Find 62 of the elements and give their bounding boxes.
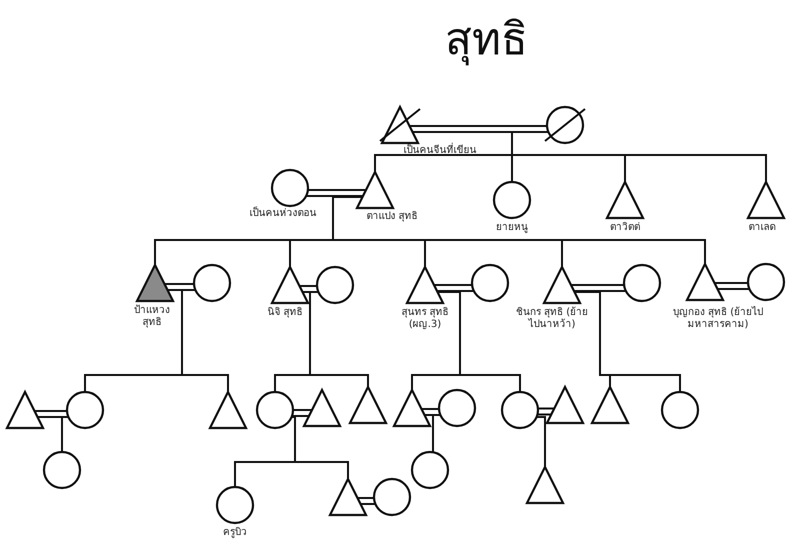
name-label: บุญกอง สุทธิ (ย้ายไปมหาสารคาม) xyxy=(672,307,764,331)
marriage-line xyxy=(356,497,377,505)
circle-symbol xyxy=(42,450,82,490)
name-label: ครูบิว xyxy=(222,527,248,539)
descent-line xyxy=(536,416,546,467)
triangle-symbol xyxy=(746,180,786,220)
name-label: ตาแปง สุทธิ xyxy=(365,211,419,223)
marriage-line xyxy=(569,284,628,292)
circle-symbol xyxy=(660,390,700,430)
name-label: ตาวิตต่ xyxy=(609,222,641,234)
name-label: เป็นคนจีนที่เขียน xyxy=(385,145,495,157)
triangle-symbol xyxy=(545,385,585,425)
circle-symbol xyxy=(65,390,105,430)
marriage-line xyxy=(432,284,476,292)
marriage-line xyxy=(420,408,442,416)
triangle-symbol xyxy=(208,390,248,430)
marriage-line xyxy=(536,408,556,416)
circle-symbol xyxy=(470,263,510,303)
triangle-symbol xyxy=(525,465,565,505)
marriage-line xyxy=(408,125,550,133)
marriage-line xyxy=(712,282,751,290)
triangle-symbol xyxy=(590,385,630,425)
marriage-line xyxy=(298,285,320,293)
marriage-line xyxy=(162,283,197,291)
triangle-symbol xyxy=(302,388,342,428)
circle-symbol xyxy=(372,477,412,517)
triangle-symbol xyxy=(348,385,388,425)
circle-symbol xyxy=(192,263,232,303)
circle-symbol xyxy=(500,390,540,430)
triangle-symbol xyxy=(328,477,368,517)
triangle-symbol xyxy=(542,265,582,305)
title: สุทธิ xyxy=(445,13,528,68)
name-label: นิจิ สุทธิ xyxy=(266,307,304,319)
circle-symbol xyxy=(492,180,532,220)
name-label: สุนทร สุทธิ (ผญ.3) xyxy=(400,307,450,331)
circle-symbol xyxy=(215,485,255,525)
marriage-line xyxy=(290,409,314,417)
triangle-symbol xyxy=(355,170,395,210)
circle-symbol xyxy=(410,450,450,490)
triangle-symbol xyxy=(605,180,645,220)
marriage-line xyxy=(32,410,70,418)
triangle-symbol xyxy=(405,265,445,305)
triangle-symbol xyxy=(270,265,310,305)
shaded-triangle-symbol xyxy=(135,263,175,303)
circle-symbol xyxy=(746,262,786,302)
triangle-symbol xyxy=(685,262,725,302)
name-label: ยายหนู xyxy=(495,222,529,234)
circle-symbol xyxy=(622,263,662,303)
name-label: ชินกร สุทธิ (ย้ายไปนาหว้า) xyxy=(514,307,590,331)
descent-line xyxy=(292,416,349,479)
triangle-symbol xyxy=(392,388,432,428)
marriage-line xyxy=(304,189,368,197)
circle-symbol xyxy=(315,265,355,305)
name-label: ตาเลด xyxy=(748,222,776,234)
circle-symbol xyxy=(437,388,477,428)
descent-line xyxy=(332,196,706,264)
name-label: เป็นคนห่วงตอน xyxy=(248,208,318,220)
circle-symbol xyxy=(255,390,295,430)
circle-symbol xyxy=(270,168,310,208)
crossed-circle-symbol xyxy=(545,105,585,145)
triangle-symbol xyxy=(5,390,45,430)
name-label: ป้าแหวง สุทธิ xyxy=(133,305,171,329)
